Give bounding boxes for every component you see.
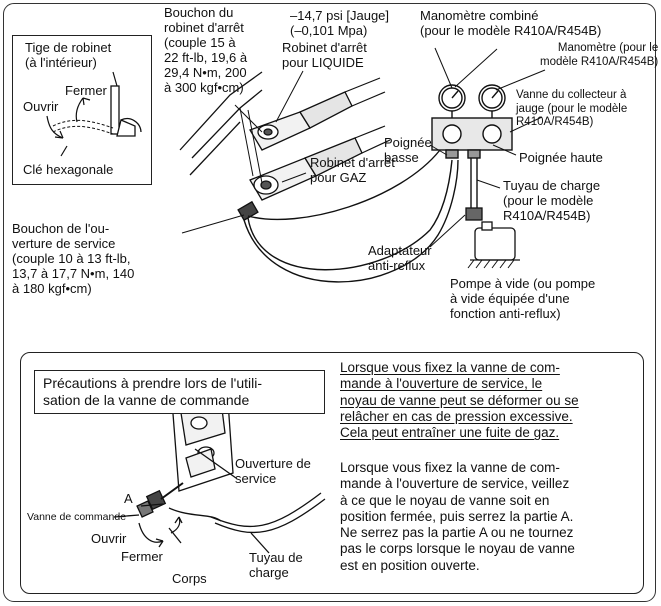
liquid-stop-valve [249, 91, 353, 151]
vacuum-pump [474, 227, 516, 261]
service-cap-label: Bouchon de l'ou- verture de service (cou… [12, 221, 135, 296]
valve-cap-label: Bouchon du robinet d'arrêt (couple 15 à … [164, 5, 248, 95]
hex-key-inset: Tige de robinet (à l'intérieur) Fermer O… [12, 35, 152, 185]
gauge-manifold [431, 84, 513, 159]
liquid-valve-label: Robinet d'arrêt pour LIQUIDE [282, 40, 367, 70]
close-label-lower: Fermer [121, 549, 163, 564]
low-handle-label: Poignée basse [384, 135, 432, 165]
control-valve [136, 482, 184, 518]
charge-hose-label-lower: Tuyau de charge [249, 550, 303, 580]
warning-text: Lorsque vous fixez la vanne de com- mand… [340, 360, 579, 441]
gas-valve-label: Robinet d'arrêt pour GAZ [310, 155, 395, 185]
control-valve-label: Vanne de commande [27, 511, 127, 523]
precaution-title: Précautions à prendre lors de l'utili- s… [43, 375, 263, 408]
vacuum-pump-label: Pompe à vide (ou pompe à vide équipée d'… [450, 276, 596, 321]
hex-key-label: Clé hexagonale [23, 162, 114, 177]
service-port-label: Ouverture de service [235, 456, 311, 486]
compound-gauge-label: Manomètre combiné (pour le modèle R410A/… [420, 8, 602, 38]
anti-reflux-adapter [465, 207, 483, 221]
adapter-label: Adaptateur anti-reflux [368, 243, 432, 273]
open-label-lower: Ouvrir [91, 531, 127, 546]
manifold-label: Vanne du collecteur à jauge (pour le mod… [516, 89, 628, 128]
close-label: Fermer [65, 83, 107, 98]
open-label: Ouvrir [23, 99, 59, 114]
gauge-label: Manomètre (pour le modèle R410A/R454B) [540, 42, 659, 68]
diagram-frame [3, 3, 656, 602]
body-label: Corps [172, 571, 207, 586]
valve-stem-label: Tige de robinet (à l'intérieur) [25, 40, 112, 70]
precaution-title-box: Précautions à prendre lors de l'utili- s… [34, 370, 325, 414]
instruction-text: Lorsque vous fixez la vanne de com- mand… [340, 460, 575, 573]
part-a-label: A [124, 491, 133, 506]
charge-hose-label: Tuyau de charge (pour le modèle R410A/R4… [503, 178, 601, 223]
pressure-label: –14,7 psi [Jauge] (–0,101 Mpa) [290, 8, 390, 38]
high-handle-label: Poignée haute [519, 150, 603, 165]
gas-stop-valve [237, 137, 363, 222]
